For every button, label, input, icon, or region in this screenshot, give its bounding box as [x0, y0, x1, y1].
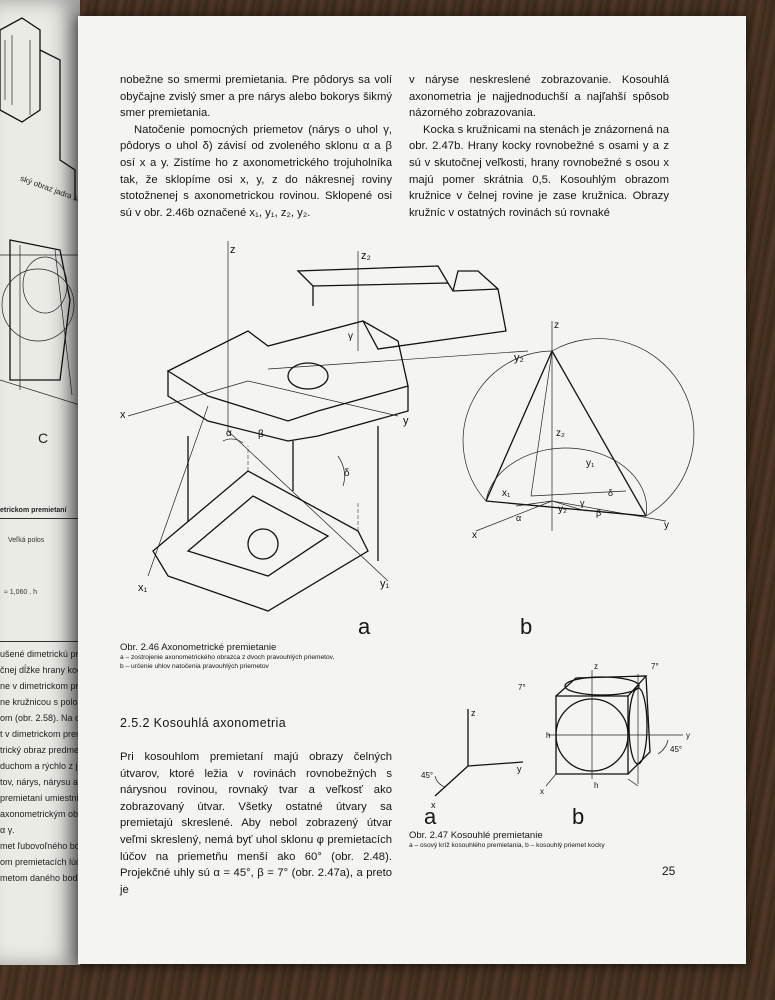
caption-title: Obr. 2.47 Kosouhlé premietanie — [409, 830, 543, 841]
left-table: Veľká polos ≈ 1,060 . h — [0, 518, 80, 642]
axis-label: z₂ — [556, 428, 565, 439]
axis-label: x — [472, 530, 477, 541]
left-fragment: čnej dĺžke hrany kocky h — [0, 665, 80, 675]
axis-label: x₁ — [502, 488, 511, 499]
left-fragment: etrickom premietaní — [0, 507, 67, 514]
axis-label: z₂ — [361, 250, 371, 262]
figure-label: a — [358, 614, 371, 639]
paragraph: Pri kosouhlom premietaní majú obrazy čel… — [120, 751, 392, 896]
left-page-drawing — [0, 17, 80, 406]
left-fragment: om premietacích lúčov — [0, 857, 80, 867]
left-fragment: om (obr. 2.58). Na obr. 2.46b — [0, 713, 80, 723]
left-fragment: trický obraz predmetu so — [0, 745, 80, 755]
left-fragment: ušené dimetrickú premietan — [0, 649, 80, 659]
caption-sub: a – zostrojenie axonometrického obrazca … — [120, 654, 335, 661]
figure-2-46b-drawing: z z₂ y₁ x₁ y₂ x y α β γ δ — [462, 320, 695, 541]
text-column-left: nobežne so smermi premietania. Pre pôdor… — [120, 72, 392, 221]
axis-label: y — [403, 415, 409, 427]
paragraph: Natočenie pomocných priemetov (nárys o u… — [120, 123, 392, 219]
axis-label: z — [594, 662, 598, 671]
book-page: nobežne so smermi premietania. Pre pôdor… — [78, 16, 746, 964]
axis-label: x — [120, 409, 126, 421]
dimension-label: h — [594, 781, 598, 790]
axis-label: x — [540, 787, 544, 796]
left-fragment: metom daného bodu — [0, 873, 80, 883]
left-fragment: premietaní umiestnime s ich — [0, 793, 80, 803]
page-number: 25 — [662, 864, 676, 878]
figure-2-47b-drawing: z y x h h 7° 7° 45° — [518, 662, 690, 796]
angle-label: α — [516, 513, 521, 523]
left-fragment: t v dimetrickom premietani — [0, 729, 80, 739]
figure-label: b — [520, 614, 533, 639]
angle-label: 7° — [651, 662, 659, 671]
left-fragment: axonometrickým obrazom — [0, 809, 80, 819]
left-fragment: ne v dimetrickom premie — [0, 681, 80, 691]
left-fragment: C — [38, 430, 49, 446]
axis-label: y — [517, 764, 522, 774]
caption-sub: a – osový kríž kosouhlého premietania, b… — [409, 842, 605, 849]
axis-label: z — [554, 320, 559, 331]
axis-label: z — [230, 244, 236, 256]
axis-label: x₁ — [138, 582, 148, 594]
figure-label: b — [572, 804, 585, 829]
angle-label: β — [258, 429, 264, 440]
axis-label: y₁ — [380, 578, 390, 590]
figure-2-47a-drawing: z y x 45° — [421, 708, 524, 810]
axis-label: y₁ — [586, 458, 595, 469]
left-fragment: met ľubovoľného bodu — [0, 841, 80, 851]
angle-label: 45° — [421, 771, 433, 780]
axis-label: y — [686, 731, 690, 740]
left-fragment: duchom a rýchlo z jeho doch — [0, 761, 80, 771]
angle-label: 45° — [670, 745, 682, 754]
caption-title: Obr. 2.46 Axonometrické premietanie — [120, 642, 277, 653]
paragraph: v náryse neskreslené zobrazovanie. Kosou… — [409, 74, 669, 120]
left-fragment: ne kružnicou s polomerom — [0, 697, 80, 707]
figure-label: a — [424, 804, 437, 829]
axis-label: y — [664, 520, 669, 531]
figure-2-46a-drawing: z z₂ y₂ x y x₁ y₁ α β γ δ — [120, 241, 529, 612]
figure-2-46-caption: Obr. 2.46 Axonometrické premietanie a – … — [120, 642, 420, 671]
left-fragment: tov, nárys, nárysu a pôdorys — [0, 777, 80, 787]
left-fragment: α γ. — [0, 825, 15, 835]
angle-label: δ — [608, 488, 613, 498]
angle-label: α — [226, 428, 232, 439]
axis-label: z — [471, 708, 476, 718]
text-column-right: v náryse neskreslené zobrazovanie. Kosou… — [409, 72, 669, 221]
figure-2-47-caption: Obr. 2.47 Kosouhlé premietanie a – osový… — [409, 830, 679, 850]
left-table-cell: ≈ 1,060 . h — [4, 589, 38, 596]
left-facing-page: ský obraz jadra stĺpika C etrickom premi… — [0, 0, 80, 965]
paragraph: nobežne so smermi premietania. Pre pôdor… — [120, 74, 392, 120]
axis-label: x — [431, 800, 436, 810]
section-heading: 2.5.2 Kosouhlá axonometria — [120, 716, 287, 730]
text-column-section: Pri kosouhlom premietaní majú obrazy čel… — [120, 749, 392, 898]
angle-label: γ — [580, 498, 585, 508]
angle-label: γ — [348, 331, 353, 342]
angle-label: β — [596, 508, 601, 518]
axis-label: y₂ — [558, 504, 567, 515]
angle-label: 7° — [518, 683, 526, 692]
caption-sub: b – určenie uhlov natočenia pravouhlých … — [120, 663, 269, 670]
angle-label: δ — [344, 468, 350, 479]
left-table-cell: Veľká polos — [8, 537, 45, 544]
dimension-label: h — [546, 731, 550, 740]
paragraph: Kocka s kružnicami na stenách je znázorn… — [409, 123, 669, 219]
